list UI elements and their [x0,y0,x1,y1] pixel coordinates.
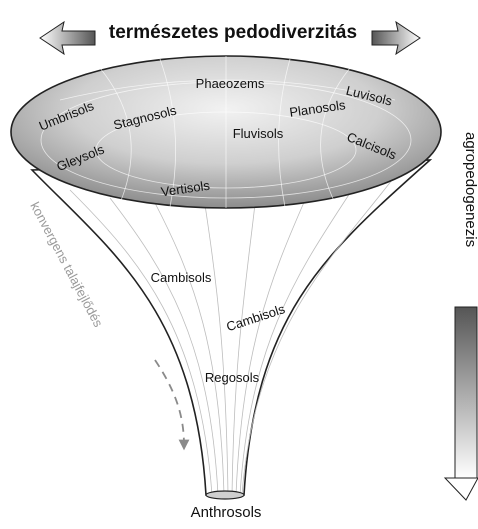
arrow-left-head [39,20,96,56]
bottom-label: Anthrosols [191,504,262,521]
right-label: agropedogenezis [462,132,478,247]
label-regosols: Regosols [205,370,260,385]
pedodiversity-arrow [39,20,421,56]
disc-grid [40,56,412,208]
label-phaeozems: Phaeozems [196,76,265,91]
top-label: természetes pedodiverzitás [109,22,357,43]
arrow-right-head [371,20,421,56]
funnel-guide-lines [69,179,393,496]
label-fluvisols: Fluvisols [233,126,284,141]
funnel-bottom [205,490,245,500]
label-vertisols: Vertisols [160,178,211,200]
convergence-dashed-arrow [154,359,190,451]
label-cambisols-left: Cambisols [151,270,212,285]
agropedogenesis-arrow [443,306,478,501]
